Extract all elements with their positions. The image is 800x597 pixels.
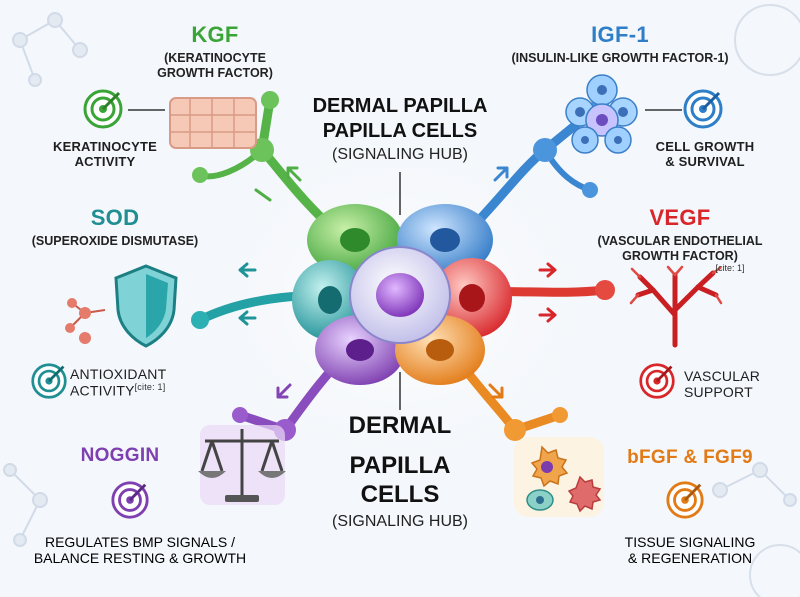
sod-name: SOD	[90, 205, 140, 230]
noggin-effect-line2: BALANCE RESTING & GROWTH	[33, 550, 247, 567]
vegf-effect-line1: VASCULAR	[684, 368, 761, 384]
igf1-label: IGF-1 (INSULIN-LIKE GROWTH FACTOR-1)	[490, 22, 750, 66]
hub-top-line1: DERMAL PAPILLA	[312, 95, 488, 117]
vegf-full-line1: (VASCULAR ENDOTHELIAL	[597, 234, 763, 249]
vegf-cite: [cite: 1]	[715, 263, 745, 274]
igf1-effect: CELL GROWTH & SURVIVAL	[635, 139, 775, 170]
regenerating-cells-icon	[514, 437, 604, 517]
molecule-icon	[65, 298, 106, 344]
keratinocyte-tissue-icon	[169, 97, 257, 149]
hub-bottom-line3: CELLS	[360, 481, 440, 509]
vegf-name: VEGF	[649, 205, 711, 230]
hub-title-top: DERMAL PAPILLA PAPILLA CELLS (SIGNALING …	[295, 95, 505, 164]
kgf-label: KGF (KERATINOCYTE GROWTH FACTOR)	[140, 22, 290, 80]
bfgf-effect: TISSUE SIGNALING & REGENERATION	[605, 534, 775, 566]
kgf-effect-line1: KERATINOCYTE	[53, 139, 157, 154]
hub-top-line3: (SIGNALING HUB)	[331, 146, 468, 163]
sod-effect-line1: ANTIOXIDANT	[70, 366, 167, 382]
sod-full-line1: (SUPEROXIDE DISMUTASE)	[31, 234, 199, 249]
sod-effect: ANTIOXIDANT ACTIVITY[cite: 1]	[70, 366, 210, 399]
igf1-effect-line1: CELL GROWTH	[655, 139, 755, 154]
hub-bottom-line1: DERMAL	[348, 412, 452, 439]
igf1-effect-line2: & SURVIVAL	[665, 153, 745, 169]
vegf-effect-line2: SUPPORT	[684, 384, 753, 401]
sod-effect-line2-row: ACTIVITY[cite: 1]	[70, 382, 210, 399]
kgf-full-line2: GROWTH FACTOR)	[157, 65, 273, 80]
bfgf-label: bFGF & FGF9	[610, 447, 770, 469]
target-icon-antioxidant	[31, 363, 67, 399]
balance-scale-icon	[198, 425, 286, 505]
bfgf-effect-line1: TISSUE SIGNALING	[624, 534, 756, 550]
vegf-label: VEGF (VASCULAR ENDOTHELIAL GROWTH FACTOR…	[580, 205, 780, 273]
vegf-effect: VASCULAR SUPPORT	[684, 368, 784, 400]
igf1-name: IGF-1	[591, 22, 649, 47]
noggin-name: NOGGIN	[80, 445, 160, 466]
hub-title-bottom: DERMAL PAPILLA CELLS (SIGNALING HUB)	[300, 412, 500, 531]
hub-top-line2: PAPILLA CELLS	[322, 120, 478, 142]
igf1-full-line1: (INSULIN-LIKE GROWTH FACTOR-1)	[511, 51, 729, 66]
shield-icon	[114, 264, 178, 348]
target-icon-tissue	[666, 481, 704, 519]
sod-cite: [cite: 1]	[134, 382, 166, 393]
hub-bottom-line4: (SIGNALING HUB)	[331, 512, 468, 530]
vegf-full-line2: GROWTH FACTOR)	[622, 248, 738, 263]
target-icon-keratinocyte	[83, 89, 123, 129]
kgf-full-line1: (KERATINOCYTE	[164, 51, 266, 66]
kgf-name: KGF	[191, 22, 239, 47]
kgf-effect: KERATINOCYTE ACTIVITY	[30, 139, 180, 170]
blood-vessel-icon	[629, 265, 723, 348]
sod-effect-line2: ACTIVITY	[70, 382, 135, 399]
noggin-effect: REGULATES BMP SIGNALS / BALANCE RESTING …	[20, 534, 260, 566]
bfgf-effect-line2: & REGENERATION	[627, 550, 753, 567]
bfgf-name: bFGF & FGF9	[627, 447, 753, 468]
target-icon-cell-growth	[683, 89, 723, 129]
sod-label: SOD (SUPEROXIDE DISMUTASE)	[15, 205, 215, 249]
target-icon-noggin	[111, 481, 149, 519]
hub-bottom-line2: PAPILLA	[349, 451, 451, 479]
noggin-effect-line1: REGULATES BMP SIGNALS /	[44, 534, 236, 550]
target-icon-vascular	[639, 363, 675, 399]
kgf-effect-line2: ACTIVITY	[74, 153, 136, 169]
noggin-label: NOGGIN	[60, 445, 180, 467]
cell-cluster-icon	[565, 74, 638, 154]
